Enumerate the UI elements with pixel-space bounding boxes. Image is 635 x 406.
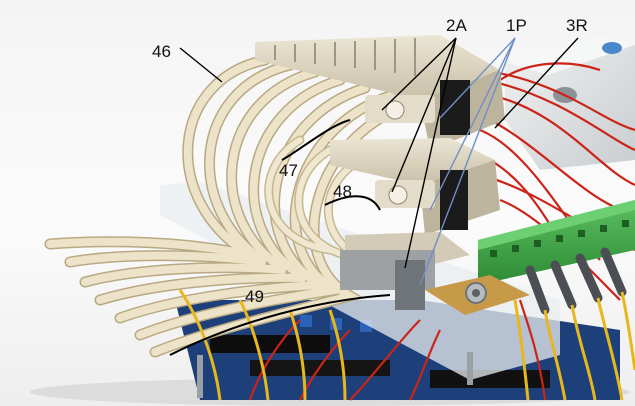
label-3R: 3R: [566, 16, 588, 35]
label-47: 47: [279, 161, 298, 180]
leader-46: [179, 47, 223, 83]
leader-47: [281, 119, 351, 161]
aluminium-block: [505, 35, 635, 170]
green-terminal-blocks: [478, 200, 635, 285]
leader-48: [324, 195, 381, 211]
leader-49: [169, 294, 391, 356]
valve-row-middle: [330, 138, 500, 235]
label-49: 49: [245, 287, 264, 306]
leaders-1P: [419, 37, 516, 286]
leader-3R: [494, 37, 579, 129]
small-pcb: [425, 275, 530, 315]
label-2A: 2A: [446, 16, 467, 35]
label-48: 48: [333, 182, 352, 201]
leaders-2A: [381, 37, 457, 269]
grey-cables: [178, 247, 635, 401]
valve-row-top: [255, 35, 505, 150]
valve-row-bottom: [340, 232, 470, 310]
label-46: 46: [152, 42, 171, 61]
leader-lines: [169, 37, 579, 356]
label-1P: 1P: [506, 16, 527, 35]
